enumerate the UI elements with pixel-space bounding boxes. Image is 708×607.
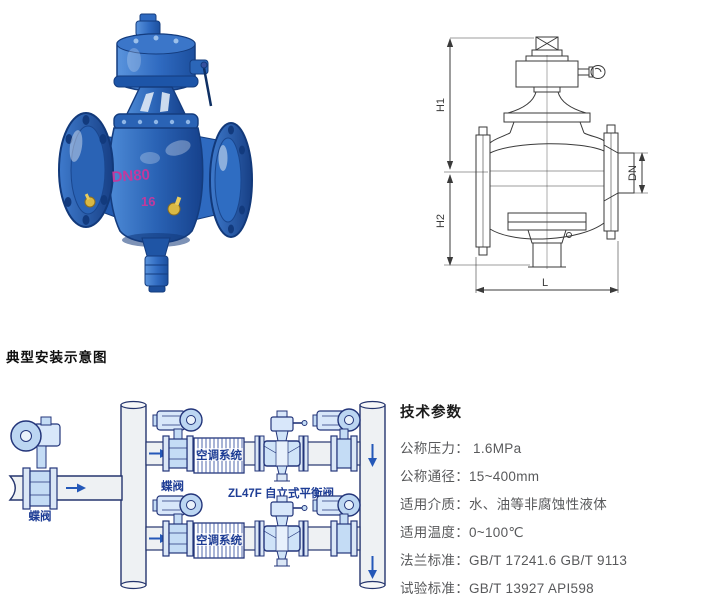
valve-flange-left bbox=[58, 112, 114, 228]
valve-bonnet bbox=[113, 113, 199, 131]
param-nominal-pressure: 公称压力： 1.6MPa bbox=[400, 441, 522, 456]
flex-connector: 空调系统 bbox=[193, 522, 245, 559]
balance-valve bbox=[254, 410, 309, 482]
drawing-body bbox=[475, 124, 635, 256]
drawing-yoke bbox=[503, 86, 591, 134]
param-applicable-temperature: 适用温度：0~100℃ bbox=[400, 525, 524, 540]
tech-params-heading: 技术参数 bbox=[400, 405, 462, 421]
valve-yoke bbox=[124, 86, 188, 117]
dim-h1: H1 bbox=[435, 37, 534, 173]
installation-diagram: 蝶阀 空调系统 蝶阀 bbox=[8, 400, 386, 590]
param-applicable-media: 适用介质：水、油等非腐蚀性液体 bbox=[400, 497, 607, 512]
drawing-top-cap bbox=[525, 36, 569, 62]
brass-cock-right bbox=[167, 196, 182, 216]
body-marking-pn: 16 bbox=[141, 194, 155, 209]
svg-text:H2: H2 bbox=[435, 214, 447, 228]
product-photo: DN80 16 bbox=[58, 13, 253, 293]
supply-header-pipe bbox=[120, 400, 147, 590]
dim-h2: H2 bbox=[435, 174, 530, 266]
label-balance-valve: ZL47F 自立式平衡阀 bbox=[228, 486, 334, 500]
balance-valve bbox=[254, 495, 309, 567]
label-butterfly-branch: 蝶阀 bbox=[161, 479, 184, 493]
dimension-drawing: H1 H2 DN L bbox=[435, 36, 648, 294]
branch-top: 空调系统 bbox=[145, 408, 361, 482]
valve-top-stem bbox=[135, 13, 161, 37]
valve-bottom-drain bbox=[141, 237, 171, 293]
param-test-standard: 试验标准：GB/T 13927 API598 bbox=[400, 581, 594, 596]
valve-actuator-drum bbox=[113, 33, 213, 107]
body-marking-dn: DN80 bbox=[111, 166, 150, 186]
label-butterfly-main: 蝶阀 bbox=[29, 509, 52, 523]
flex-connector: 空调系统 bbox=[193, 437, 245, 474]
param-nominal-diameter: 公称通径：15~400mm bbox=[400, 469, 540, 484]
valve-body bbox=[108, 127, 204, 247]
brass-cock-left bbox=[84, 193, 96, 208]
label-ac-system-bottom: 空调系统 bbox=[196, 533, 242, 547]
butterfly-valve-main bbox=[10, 416, 61, 510]
dim-dn: DN bbox=[622, 152, 648, 194]
svg-text:L: L bbox=[542, 277, 548, 289]
return-header-pipe bbox=[359, 400, 386, 590]
tech-params-section: 技术参数 公称压力： 1.6MPa 公称通径：15~400mm 适用介质：水、油… bbox=[400, 401, 706, 603]
actuator-side-clamp bbox=[189, 59, 213, 107]
dim-l: L bbox=[475, 241, 619, 294]
label-ac-system-top: 空调系统 bbox=[196, 448, 242, 462]
drawing-bottom-drain bbox=[507, 212, 587, 268]
drawing-actuator bbox=[515, 60, 606, 88]
valve-flange-right bbox=[209, 122, 253, 238]
installation-section-heading: 典型安装示意图 bbox=[6, 350, 108, 365]
svg-text:H1: H1 bbox=[435, 98, 447, 112]
svg-text:DN: DN bbox=[627, 165, 639, 181]
param-flange-standard: 法兰标准：GB/T 17241.6 GB/T 9113 bbox=[400, 553, 628, 568]
branch-bottom: 空调系统 bbox=[145, 493, 361, 567]
